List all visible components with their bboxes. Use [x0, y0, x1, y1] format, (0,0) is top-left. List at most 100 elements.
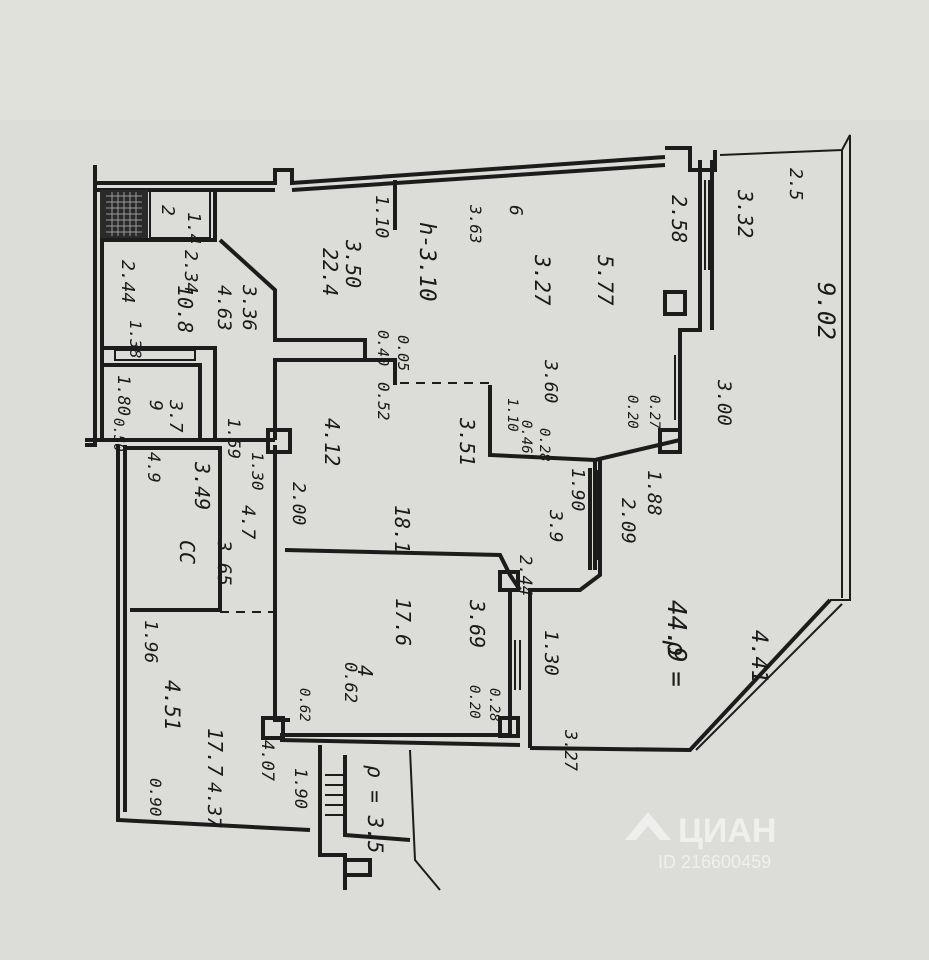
- label-1-30-b: 1.30: [540, 630, 562, 676]
- label-2-09: 2.09: [617, 498, 639, 544]
- label-2-34: 2.34: [180, 250, 201, 293]
- label-3-9: 3.9: [545, 509, 566, 543]
- label-1-4: 1.4: [183, 212, 204, 245]
- column-2: [663, 290, 687, 316]
- label-1-80: 1.80: [113, 375, 133, 416]
- ventilation-shaft: [100, 189, 211, 239]
- shaft-grid-lines: [106, 192, 142, 236]
- label-0-28-b: 0.28: [486, 688, 502, 722]
- label-0-62: 0.62: [340, 662, 360, 703]
- label-3-7: 3.7: [165, 399, 186, 433]
- label-4-90: 4.9: [143, 452, 163, 483]
- column-4: [498, 570, 520, 592]
- label-9-02: 9.02: [812, 282, 840, 340]
- wall-storage: [343, 755, 411, 842]
- label-4: 4: [353, 665, 377, 677]
- label-1-38: 1.38: [126, 320, 145, 359]
- label-3-60: 3.60: [540, 359, 561, 403]
- label-4-37: 4.37: [203, 782, 225, 828]
- label-balcony-rho: ρ =: [661, 640, 691, 687]
- stair-steps: [325, 774, 343, 816]
- label-1-10: 1.10: [371, 195, 392, 238]
- wall-kitchen-corner: [365, 358, 397, 385]
- label-22-4: 22.4: [318, 248, 342, 296]
- balcony-bottom-edge: [695, 603, 843, 751]
- balcony-outline: [719, 134, 851, 601]
- label-1-96: 1.96: [140, 620, 161, 663]
- label-0-90: 0.90: [146, 778, 165, 817]
- wall-left-lower: [116, 445, 311, 832]
- label-5-77: 5.77: [593, 255, 617, 306]
- label-1-10-b: 1.10: [504, 398, 520, 432]
- label-18-1: 18.1: [390, 505, 414, 553]
- label-4-12: 4.12: [320, 418, 344, 466]
- label-0-20-b: 0.20: [466, 685, 482, 719]
- label-3-63: 3.63: [466, 204, 485, 244]
- label-4-51: 4.51: [160, 680, 184, 731]
- label-0-28: 0.28: [536, 428, 552, 462]
- wall-bottom-balcony: [529, 598, 832, 753]
- wall-closet: [125, 446, 222, 612]
- label-3-49: 3.49: [190, 461, 214, 510]
- label-0-62-b: 0.62: [296, 688, 312, 722]
- watermark-logo-icon: [625, 812, 671, 840]
- wall-wc: [100, 363, 202, 440]
- wall-left-upper: [85, 165, 97, 447]
- label-0-27: 0.27: [646, 395, 662, 429]
- label-3-50: 3.50: [341, 239, 365, 288]
- interior-walls: [85, 180, 710, 877]
- label-3-69: 3.69: [465, 599, 489, 648]
- wall-corner-tr: [665, 146, 717, 172]
- label-10-8: 10.8: [173, 285, 197, 333]
- wall-bedroom-bottom: [279, 738, 521, 747]
- label-0-52: 0.52: [374, 382, 393, 421]
- label-4-07: 4.07: [257, 740, 277, 782]
- window-4: [514, 640, 521, 690]
- label-3-27: 3.27: [530, 254, 554, 306]
- label-2-5: 2.5: [785, 168, 806, 201]
- label-2: 2: [157, 205, 178, 216]
- label-0-05: 0.05: [394, 335, 412, 371]
- paper-top-shade: [0, 0, 929, 120]
- window-2: [674, 355, 680, 420]
- wall-kitchen: [218, 238, 367, 440]
- wall-right-lower: [528, 460, 602, 748]
- label-3-00: 3.00: [713, 379, 735, 426]
- label-44-9: 44.9: [661, 600, 691, 663]
- label-6-3: 6: [505, 205, 526, 216]
- label-1-59: 1.59: [223, 418, 243, 459]
- label-3-51: 3.51: [455, 417, 479, 466]
- label-0-46: 0.46: [518, 420, 534, 454]
- label-2-44-b: 2.44: [515, 555, 535, 596]
- label-17-7: 17.7: [203, 728, 227, 776]
- label-3-65: 3.65: [213, 539, 235, 586]
- window-1: [704, 180, 710, 270]
- wall-bedroom-top: [284, 548, 522, 592]
- wall-bath: [100, 346, 217, 440]
- label-4-63: 4.63: [213, 285, 235, 331]
- label-1-90-b: 1.90: [290, 768, 310, 809]
- label-3-32: 3.32: [733, 189, 757, 238]
- label-0-40: 0.40: [374, 330, 392, 366]
- dimension-labels: 1.4 2 2.34 2.44 10.8 4.63 3.36 1.38 1.80…: [110, 168, 840, 854]
- label-2-44: 2.44: [117, 260, 138, 303]
- wall-mid-right: [488, 385, 596, 462]
- watermark: ЦИАН ID 216600459: [625, 812, 776, 872]
- label-2-00: 2.00: [288, 482, 309, 525]
- label-0-50: 0.50: [110, 418, 126, 452]
- label-3-36: 3.36: [238, 284, 260, 331]
- watermark-brand: ЦИАН: [678, 812, 776, 850]
- window-3: [593, 470, 599, 560]
- wall-shaft: [100, 190, 217, 242]
- column-1: [266, 428, 292, 454]
- label-3-27-b: 3.27: [560, 729, 580, 772]
- bath-fixture: [114, 349, 196, 361]
- label-cc: CC: [175, 540, 199, 564]
- label-storage-area: ρ = 3.5: [363, 765, 387, 854]
- label-1-88: 1.88: [643, 470, 665, 516]
- label-1-90: 1.90: [567, 468, 588, 511]
- label-0-20: 0.20: [624, 395, 640, 429]
